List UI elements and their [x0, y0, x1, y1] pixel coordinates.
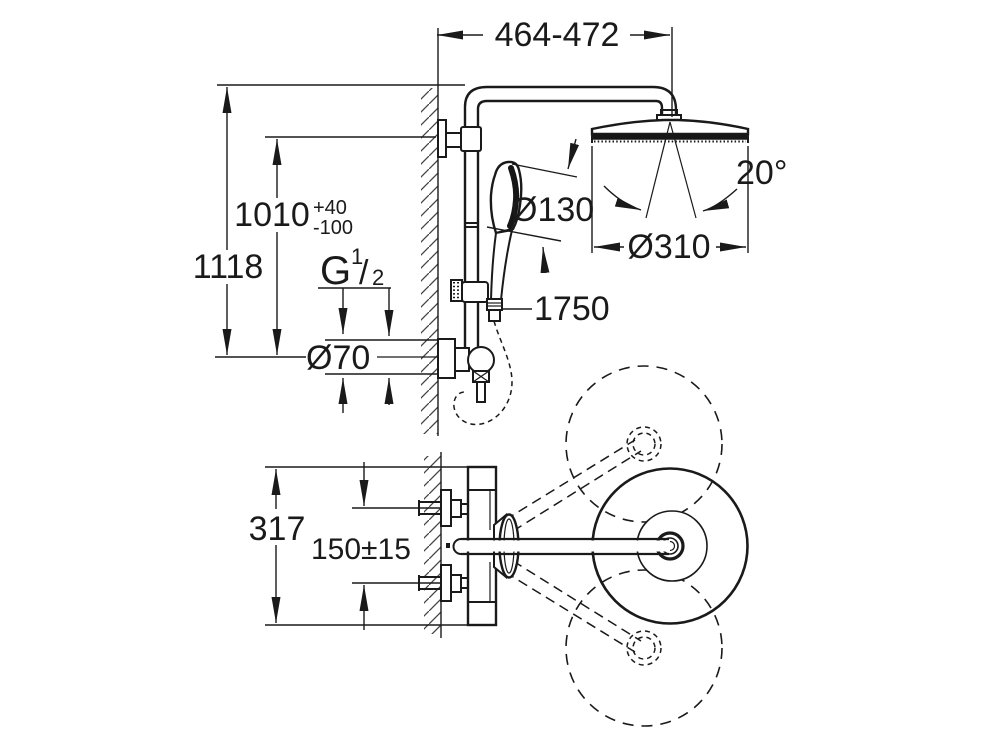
dim-body-length: 317	[249, 466, 468, 626]
head-shower-diameter-dimension: Ø310	[627, 228, 710, 266]
dim-overall-height: 1118	[193, 87, 264, 355]
side-elevation-view: 464-472 1118 1010 +40 -100 G 1 / 2	[193, 16, 787, 436]
overall-height-dimension: 1118	[193, 248, 264, 286]
hand-shower	[489, 160, 523, 301]
swivel-range	[504, 365, 723, 727]
holder-height-dimension: 1010	[234, 196, 310, 234]
tolerance-minus: -100	[313, 217, 353, 239]
body-length-dimension: 317	[249, 510, 306, 548]
shower-rail-pipe	[463, 85, 678, 350]
shower-hose	[453, 320, 513, 426]
thread-size-slash: /	[359, 254, 369, 292]
hand-shower-diameter-dimension: Ø130	[511, 191, 594, 229]
thermostat-valve-side	[437, 338, 495, 403]
dim-hand-shower-diameter: Ø130	[486, 138, 594, 274]
thread-size-g: G	[320, 249, 351, 293]
thread-size-denominator: 2	[372, 265, 384, 290]
head-shower-side	[590, 109, 750, 143]
dim-arm-reach: 464-472	[437, 16, 670, 54]
wall-bracket	[437, 119, 482, 158]
dim-thread-size: G 1 / 2	[318, 244, 394, 413]
connection-distance-dimension: 150±15	[311, 533, 411, 566]
escutcheon-diameter-dimension: Ø70	[306, 339, 370, 377]
hose-length-dimension: 1750	[534, 290, 610, 328]
arm-reach-dimension: 464-472	[495, 16, 620, 54]
dim-escutcheon-diameter: Ø70	[306, 339, 438, 377]
thread-size-numerator: 1	[351, 244, 363, 269]
tolerance-plus: +40	[313, 197, 347, 219]
shower-arm-plan	[446, 512, 670, 580]
dim-spray-angle: 20°	[603, 121, 787, 219]
plan-wall-section	[424, 452, 442, 638]
dim-connection-distance: 150±15	[311, 462, 441, 630]
plan-view: 317 150±15	[249, 365, 749, 727]
wall-section	[421, 28, 439, 436]
extension-lines	[215, 27, 749, 358]
dim-holder-height: 1010 +40 -100	[234, 139, 353, 355]
spray-angle-dimension: 20°	[736, 154, 787, 192]
dim-head-shower-diameter: Ø310	[594, 228, 746, 266]
dim-hose-length: 1750	[503, 290, 610, 328]
